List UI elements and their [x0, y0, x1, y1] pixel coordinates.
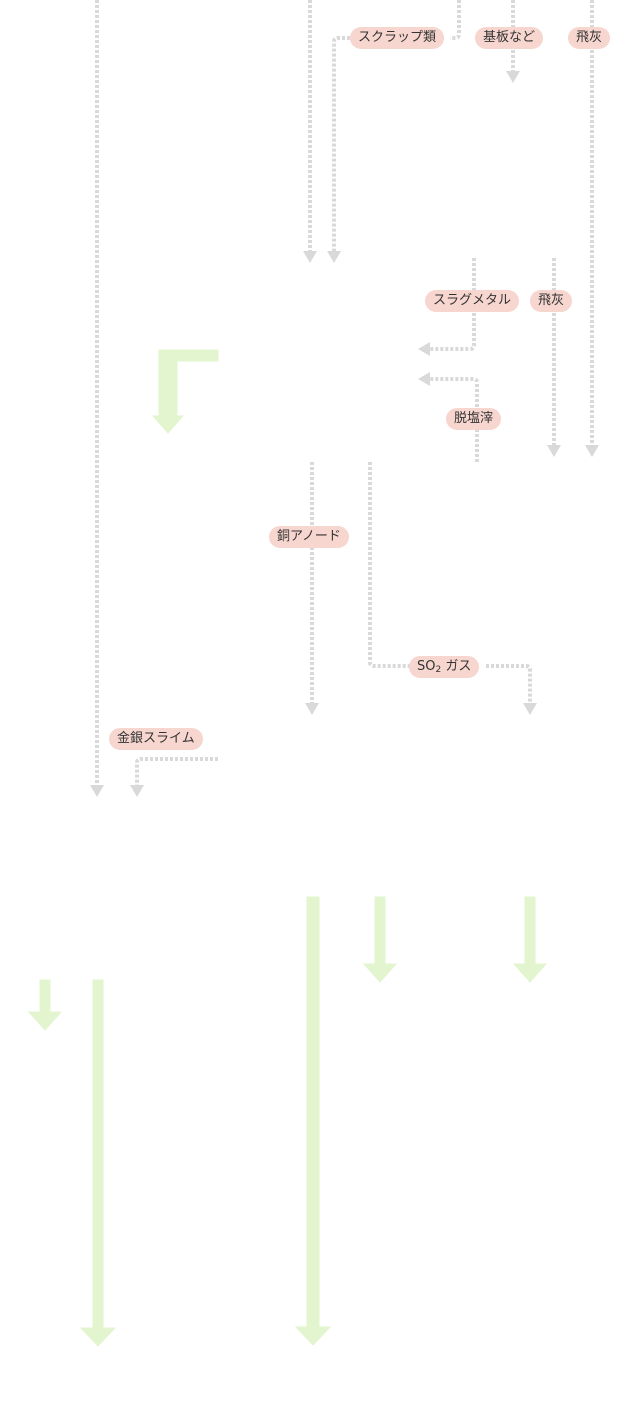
green-arrow [512, 896, 548, 983]
dotted-flow-line [430, 258, 476, 351]
label-fly-ash: 飛灰 [568, 27, 611, 49]
dotted-flow-line [368, 462, 410, 668]
dotted-flow-line [450, 0, 461, 40]
label-gold-silver-slime: 金銀スライム [109, 728, 203, 750]
green-arrow [27, 979, 63, 1031]
arrowhead [523, 703, 537, 715]
label-fly-ash-2: 飛灰 [530, 290, 573, 312]
dotted-flow-line [135, 757, 218, 786]
green-arrow [362, 896, 398, 983]
dotted-flow-line [486, 664, 532, 704]
arrowhead [303, 251, 317, 263]
arrowhead [506, 71, 520, 83]
green-arrow [294, 896, 332, 1346]
arrowhead [547, 445, 561, 457]
label-so2-gas: SO2 ガス [409, 656, 480, 678]
green-arrow [151, 349, 219, 434]
so2-subscript: 2 [435, 665, 442, 675]
arrowhead [90, 785, 104, 797]
label-dechlorination-residue: 脱塩滓 [446, 408, 502, 430]
green-arrow [79, 979, 117, 1347]
arrowhead [305, 703, 319, 715]
dotted-flow-line [332, 36, 350, 252]
label-slag-metal: スラグメタル [425, 290, 520, 312]
label-copper-anode: 銅アノード [269, 526, 349, 548]
arrowhead [130, 785, 144, 797]
arrowhead [418, 372, 430, 386]
arrowhead [418, 342, 430, 356]
so2-prefix: SO [417, 659, 436, 674]
so2-suffix: ガス [441, 659, 472, 674]
label-substrate: 基板など [475, 27, 544, 49]
arrowhead [327, 251, 341, 263]
dotted-flow-line [430, 377, 479, 462]
arrowhead [585, 445, 599, 457]
label-scrap: スクラップ類 [350, 27, 445, 49]
